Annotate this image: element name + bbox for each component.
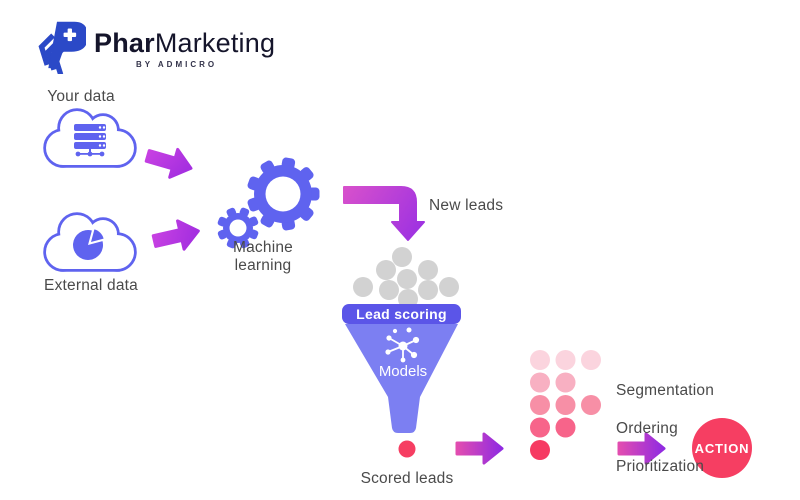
brand-logo: PharMarketing BY ADMICRO xyxy=(28,14,275,74)
lead-scoring-label: Lead scoring xyxy=(356,306,447,322)
new-leads-label: New leads xyxy=(429,197,504,214)
pharmarketing-logo-icon xyxy=(38,21,86,74)
lead-scoring-funnel xyxy=(342,304,461,433)
machine-learning-gears-icon xyxy=(217,157,320,249)
brand-name-regular: Marketing xyxy=(154,28,276,58)
prioritization-label: Prioritization xyxy=(616,458,705,475)
models-label: Models xyxy=(378,363,428,380)
molecule-icon xyxy=(385,327,420,363)
funnel-body xyxy=(345,324,458,433)
pie-chart-icon xyxy=(73,229,104,260)
segmentation-labels: Segmentation Ordering Prioritization xyxy=(616,362,746,495)
arrow-your-data-to-ml-icon xyxy=(142,140,197,184)
brand-tagline: BY ADMICRO xyxy=(136,60,218,69)
arrow-external-data-to-ml-icon xyxy=(149,215,204,257)
your-data-label: Your data xyxy=(47,88,115,105)
scored-lead-dot xyxy=(398,440,416,458)
gear-small-icon xyxy=(217,207,259,249)
segmentation-label: Segmentation xyxy=(616,382,715,399)
server-icon xyxy=(74,124,106,157)
machine-learning-label: Machine learning xyxy=(233,239,293,274)
segment-dots-grid xyxy=(530,350,601,460)
external-data-cloud-icon xyxy=(46,215,134,269)
brand-name-bold: Phar xyxy=(94,28,155,58)
action-label: ACTION xyxy=(694,441,750,456)
external-data-label: External data xyxy=(44,277,138,294)
ordering-label: Ordering xyxy=(616,420,678,437)
scored-leads-label: Scored leads xyxy=(360,470,454,487)
gear-large-icon xyxy=(247,157,320,231)
funnel-band xyxy=(342,304,461,324)
incoming-leads-dots xyxy=(353,247,459,309)
brand-name: PharMarketing xyxy=(94,30,275,57)
new-leads-arrow-icon xyxy=(343,186,425,241)
your-data-cloud-icon xyxy=(46,111,134,165)
action-circle xyxy=(692,418,752,478)
arrow-scored-to-segments-icon xyxy=(455,432,504,465)
